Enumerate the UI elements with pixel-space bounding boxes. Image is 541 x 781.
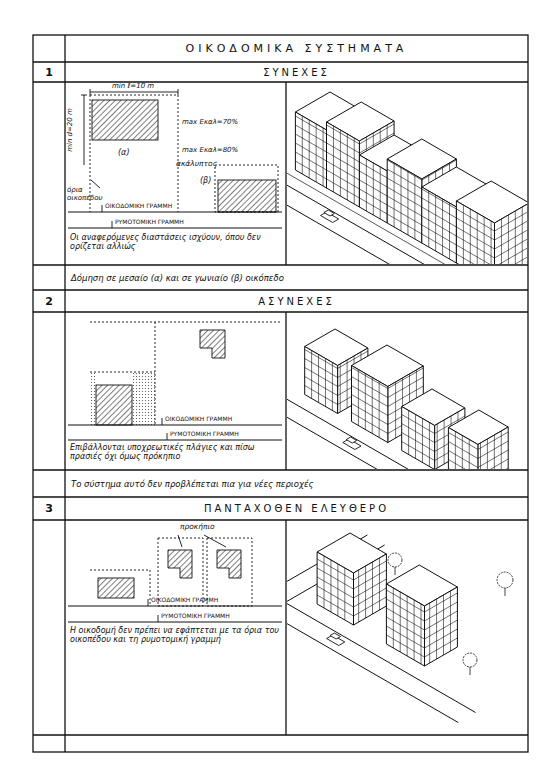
row-heading: ΣΥΝΕΧΕΣ: [65, 62, 528, 82]
row-heading-text: ΣΥΝΕΧΕΣ: [263, 67, 330, 78]
line-label: ΡΥΜΟΤΟΜΙΚΗ ΓΡΑΜΜΗ: [170, 431, 239, 438]
row-heading-text: ΠΑΝΤΑΧΟΘΕΝ ΕΛΕΥΘΕΡΟ: [204, 503, 389, 514]
note-text: Η οικοδομή δεν πρέπει να εφάπτεται με τα…: [70, 626, 282, 644]
plan-detached: [68, 322, 282, 440]
boundary-label: όρια οικοπέδου: [67, 186, 112, 202]
row-heading: ΑΣΥΝΕΧΕΣ: [65, 290, 528, 312]
title-band: ΟΙΚΟΔΟΜΙΚΑ ΣΥΣΤΗΜΑΤΑ: [65, 35, 528, 62]
note-text: Οι αναφερόμενες διαστάσεις ισχύουν, όπου…: [70, 233, 280, 251]
title-text: ΟΙΚΟΔΟΜΙΚΑ ΣΥΣΤΗΜΑΤΑ: [186, 42, 408, 55]
row-note: Το σύστημα αυτό δεν προβλέπεται πια για …: [65, 470, 528, 497]
area-label: προκήπιο: [180, 523, 215, 532]
row-heading: ΠΑΝΤΑΧΟΘΕΝ ΕΛΕΥΘΕΡΟ: [65, 497, 528, 520]
row-note-text: Το σύστημα αυτό δεν προβλέπεται πια για …: [65, 479, 314, 489]
row-number-text: 2: [45, 295, 53, 308]
plan-continuous: [68, 89, 282, 228]
row-note: Δόμηση σε μεσαίο (α) και σε γωνιαίο (β) …: [65, 265, 528, 290]
plan-freestanding: [68, 535, 282, 622]
row-heading-text: ΑΣΥΝΕΧΕΣ: [258, 296, 335, 307]
row-number: 1: [33, 62, 65, 82]
dimension-label: min d=20 m: [66, 108, 74, 152]
line-label: ΟΙΚΟΔΟΜΙΚΗ ΓΡΑΜΜΗ: [165, 416, 232, 423]
row-number-text: 1: [45, 66, 53, 79]
line-label: ΡΥΜΟΤΟΜΙΚΗ ΓΡΑΜΜΗ: [161, 613, 230, 620]
plot-label: (β): [200, 176, 211, 185]
dimension-label: min ℓ=10 m: [112, 82, 154, 90]
table-frame: [33, 35, 528, 752]
isometric-detached: [287, 329, 508, 469]
line-label: ΟΙΚΟΔΟΜΙΚΗ ΓΡΑΜΜΗ: [151, 597, 218, 604]
note-text: Επιβάλλονται υποχρεωτικές πλάγιες και πί…: [70, 443, 280, 461]
plot-label: (α): [118, 148, 130, 157]
row-note-text: Δόμηση σε μεσαίο (α) και σε γωνιαίο (β) …: [65, 273, 284, 283]
line-label: ΟΙΚΟΔΟΜΙΚΗ ΓΡΑΜΜΗ: [105, 203, 172, 210]
line-label: ΡΥΜΟΤΟΜΙΚΗ ΓΡΑΜΜΗ: [115, 219, 184, 226]
isometric-continuous: [287, 92, 527, 264]
area-label: ακάλυπτος: [176, 160, 217, 169]
coverage-label: max Εκαλ=70%: [182, 118, 238, 126]
isometric-freestanding: [287, 533, 513, 723]
row-number: 2: [33, 290, 65, 312]
row-number: 3: [33, 497, 65, 520]
row-number-text: 3: [45, 502, 53, 515]
coverage-label: max Εκαλ=80%: [182, 146, 238, 154]
